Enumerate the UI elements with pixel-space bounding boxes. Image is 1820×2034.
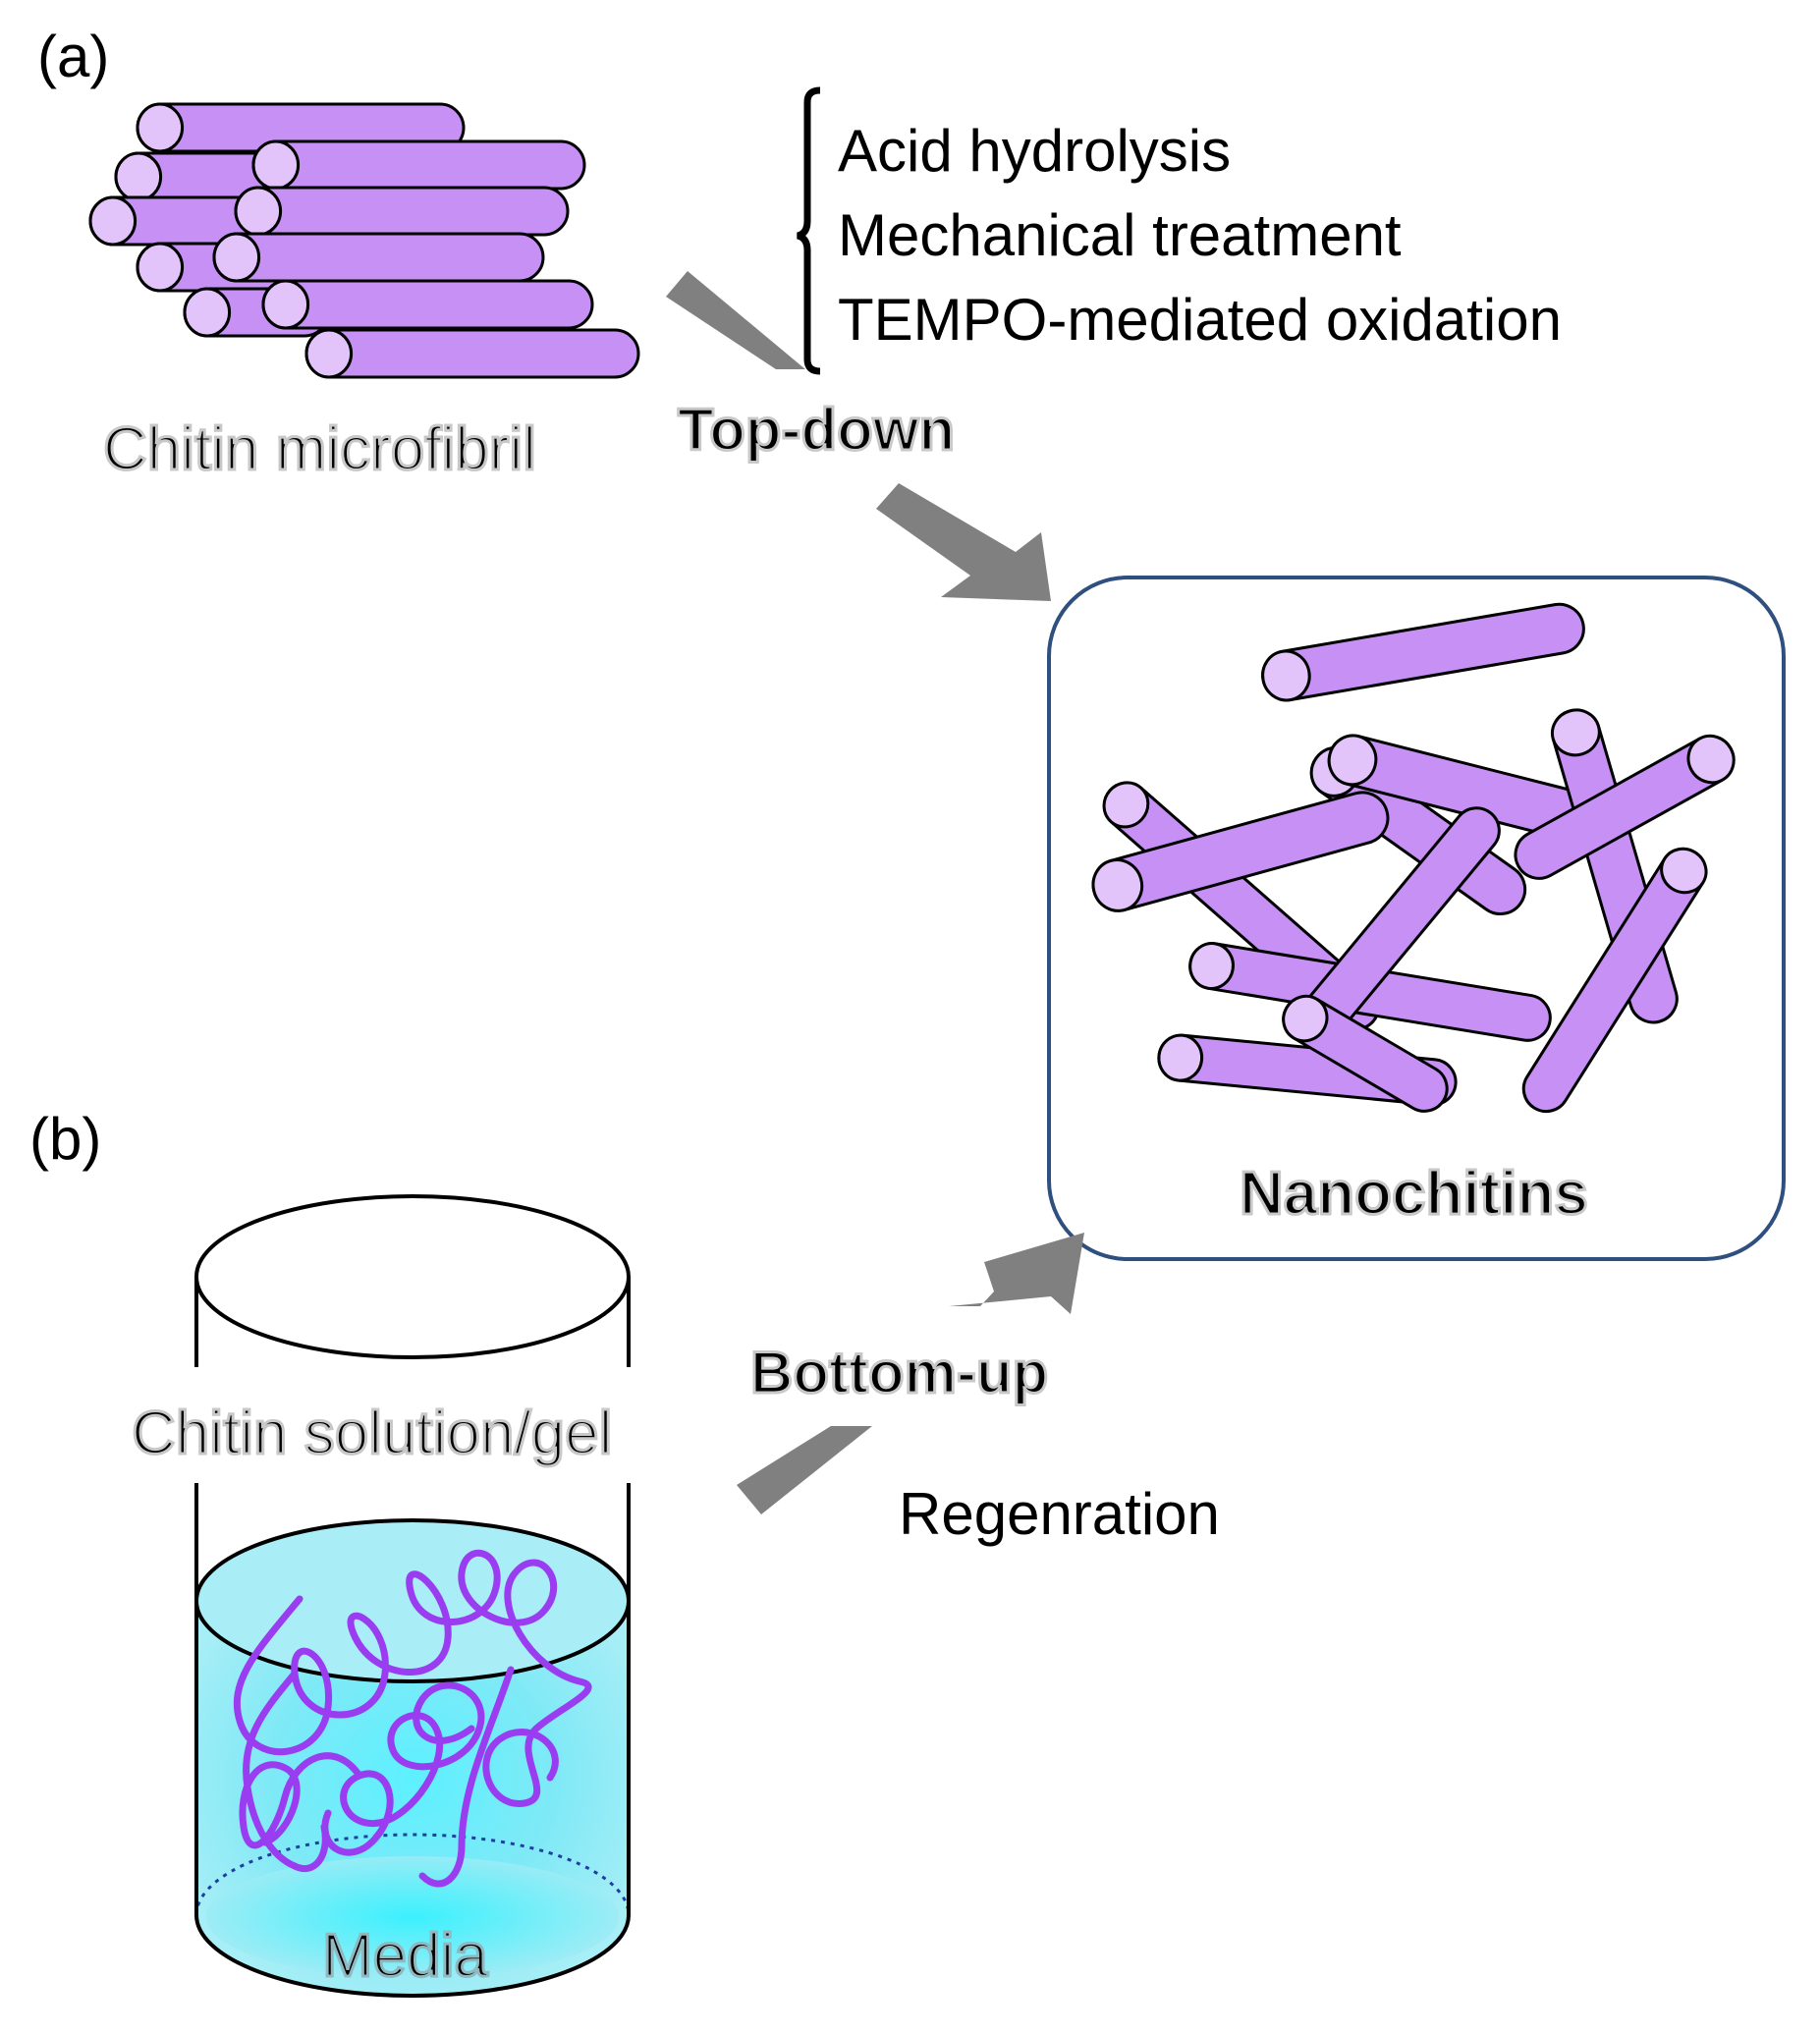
top-down-arrow-upper (666, 271, 805, 369)
nanochitin-rod (1514, 734, 1736, 880)
beaker-bottom-back-edge (194, 1833, 631, 1916)
solution-label: Chitin solution/gel (132, 1400, 612, 1467)
nanochitin-rod (1282, 994, 1449, 1113)
microfibril-rod (88, 195, 275, 247)
nanochitin-rod (1261, 602, 1585, 702)
beaker-bottom-front-edge (194, 1914, 631, 1998)
method-acid-hydrolysis: Acid hydrolysis (838, 118, 1231, 184)
nanochitin-rods (1091, 602, 1736, 1114)
microfibril-rod (136, 102, 466, 153)
chitin-microfibril-bundle (88, 102, 640, 379)
microfibril-rod (251, 139, 586, 191)
microfibril-rod (304, 328, 640, 379)
beaker-rim (194, 1194, 631, 1359)
regeneration-label: Regenration (899, 1481, 1220, 1547)
media-label: Media (322, 1922, 488, 1990)
top-down-arrow-lower (876, 483, 1051, 601)
bottom-up-arrow-upper (949, 1233, 1084, 1314)
microfibril-rod (261, 279, 594, 330)
method-mechanical-treatment: Mechanical treatment (838, 202, 1402, 268)
bottom-up-arrow-lower (737, 1426, 872, 1514)
nanochitin-rod (1091, 791, 1390, 912)
nanochitin-rod (1521, 847, 1708, 1114)
method-tempo-oxidation: TEMPO-mediated oxidation (838, 287, 1562, 353)
nanochitins-label: Nanochitins (1240, 1160, 1588, 1228)
beaker-bottom-glow (206, 1856, 619, 1978)
methods-bracket (797, 86, 821, 375)
chitin-polymer-coil (233, 1549, 592, 1888)
microfibril-label: Chitin microfibril (103, 415, 536, 483)
microfibril-rod (212, 232, 545, 283)
top-down-label: Top-down (678, 397, 955, 463)
panel-a-label: (a) (37, 24, 109, 89)
bottom-up-label: Bottom-up (750, 1340, 1048, 1405)
panel-b-label: (b) (29, 1106, 101, 1172)
microfibril-rod (234, 186, 570, 237)
